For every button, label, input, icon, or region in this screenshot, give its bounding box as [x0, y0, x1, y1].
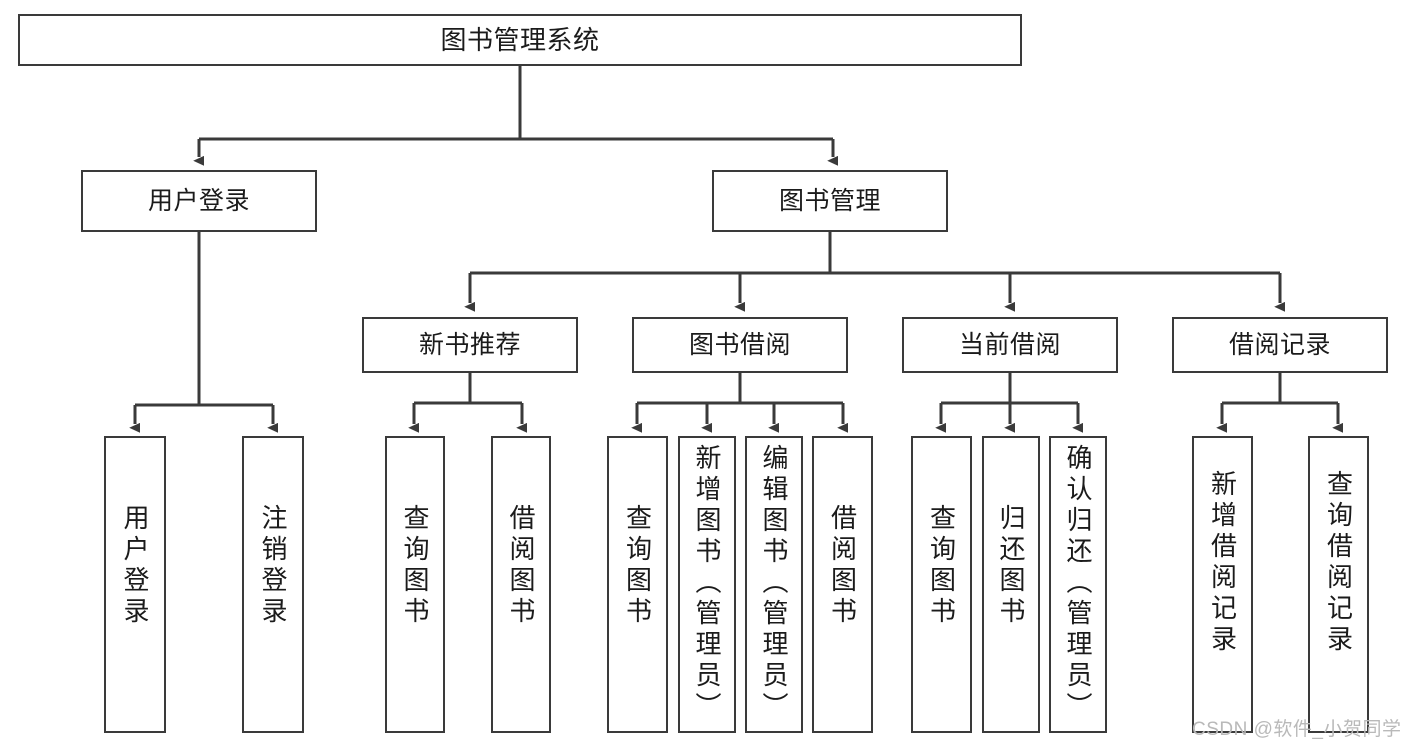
node-label: 查询图书 — [400, 504, 430, 628]
node-label: 图书管理系统 — [440, 24, 600, 55]
node-label: 新增图书（管理员） — [692, 444, 722, 723]
node-label: 归还图书 — [996, 504, 1026, 628]
node-book-management[interactable]: 图书管理 — [712, 170, 948, 232]
node-label: 当前借阅 — [958, 330, 1061, 359]
node-label: 注销登录 — [258, 504, 288, 628]
node-label: 查询图书 — [926, 504, 957, 628]
node-borrow-record[interactable]: 借阅记录 — [1172, 317, 1388, 373]
node-label: 借阅记录 — [1228, 330, 1331, 359]
node-label: 借阅图书 — [827, 504, 858, 628]
leaf-add-borrow-record[interactable]: 新增借阅记录 — [1192, 436, 1253, 733]
leaf-query-book-recommend[interactable]: 查询图书 — [385, 436, 445, 733]
node-label: 编辑图书（管理员） — [759, 444, 789, 723]
node-book-borrow[interactable]: 图书借阅 — [632, 317, 848, 373]
leaf-query-book-current[interactable]: 查询图书 — [911, 436, 972, 733]
leaf-query-borrow-record[interactable]: 查询借阅记录 — [1308, 436, 1369, 733]
node-label: 查询借阅记录 — [1323, 470, 1354, 656]
node-user-login[interactable]: 用户登录 — [81, 170, 317, 232]
leaf-edit-book-admin[interactable]: 编辑图书（管理员） — [745, 436, 803, 733]
node-label: 查询图书 — [622, 504, 653, 628]
node-label: 用户登录 — [147, 186, 250, 215]
leaf-logout[interactable]: 注销登录 — [242, 436, 304, 733]
leaf-query-book-borrow[interactable]: 查询图书 — [607, 436, 668, 733]
leaf-confirm-return-admin[interactable]: 确认归还（管理员） — [1049, 436, 1107, 733]
leaf-user-login[interactable]: 用户登录 — [104, 436, 166, 733]
leaf-add-book-admin[interactable]: 新增图书（管理员） — [678, 436, 736, 733]
leaf-borrow-book-recommend[interactable]: 借阅图书 — [491, 436, 551, 733]
node-label: 借阅图书 — [506, 504, 536, 628]
node-label: 用户登录 — [120, 504, 150, 628]
leaf-borrow-book[interactable]: 借阅图书 — [812, 436, 873, 733]
node-new-book-recommend[interactable]: 新书推荐 — [362, 317, 578, 373]
node-label: 新书推荐 — [418, 330, 521, 359]
node-label: 新增借阅记录 — [1207, 470, 1238, 656]
leaf-return-book[interactable]: 归还图书 — [982, 436, 1040, 733]
node-label: 图书管理 — [778, 186, 881, 215]
node-label: 图书借阅 — [688, 330, 791, 359]
node-root-system[interactable]: 图书管理系统 — [18, 14, 1022, 66]
watermark-text: CSDN @软件_小贺同学 — [1192, 719, 1402, 740]
node-current-borrow[interactable]: 当前借阅 — [902, 317, 1118, 373]
node-label: 确认归还（管理员） — [1063, 444, 1093, 723]
